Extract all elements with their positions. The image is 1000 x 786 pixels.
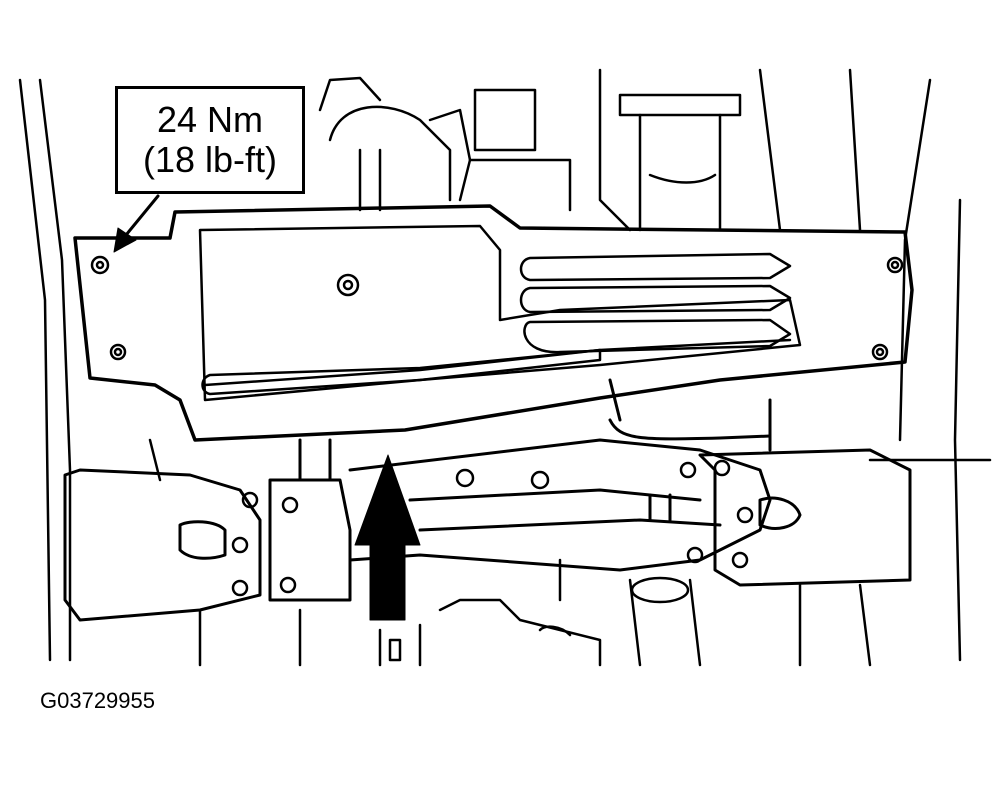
- rib-1: [519, 252, 792, 282]
- nut-icon: [679, 461, 697, 479]
- torque-callout-box: 24 Nm (18 lb-ft): [115, 86, 305, 194]
- transmission-background: [318, 68, 862, 232]
- installation-direction-arrow-icon: [354, 454, 421, 621]
- skid-plate: [73, 204, 914, 442]
- nut-icon: [455, 468, 475, 488]
- nut-icon: [281, 496, 299, 514]
- bolt-icon: [871, 343, 889, 361]
- bolt-heads: [90, 255, 904, 361]
- nut-icon: [731, 551, 749, 569]
- nut-icon: [241, 491, 259, 509]
- nut-icon: [530, 470, 550, 490]
- nut-icon: [686, 546, 704, 564]
- callout-pointer: [113, 194, 160, 253]
- driveshaft: [198, 558, 872, 667]
- bolt-icon: [886, 256, 904, 274]
- nut-icon: [231, 536, 249, 554]
- torque-value-nm: 24 Nm: [156, 99, 264, 140]
- nut-icon: [713, 459, 731, 477]
- nut-icon: [279, 576, 297, 594]
- crossmember: [63, 378, 912, 622]
- bolt-icon: [336, 273, 360, 297]
- rib-2: [519, 284, 792, 314]
- nut-icon: [231, 579, 249, 597]
- rib-4: [201, 348, 602, 396]
- nut-icon: [736, 506, 754, 524]
- bolt-icon: [109, 343, 127, 361]
- figure-id: G03729955: [40, 688, 155, 713]
- torque-value-lbft: (18 lb-ft): [142, 139, 278, 180]
- rib-3: [523, 318, 792, 354]
- crossmember-bolts: [231, 459, 754, 597]
- bolt-icon: [90, 255, 110, 275]
